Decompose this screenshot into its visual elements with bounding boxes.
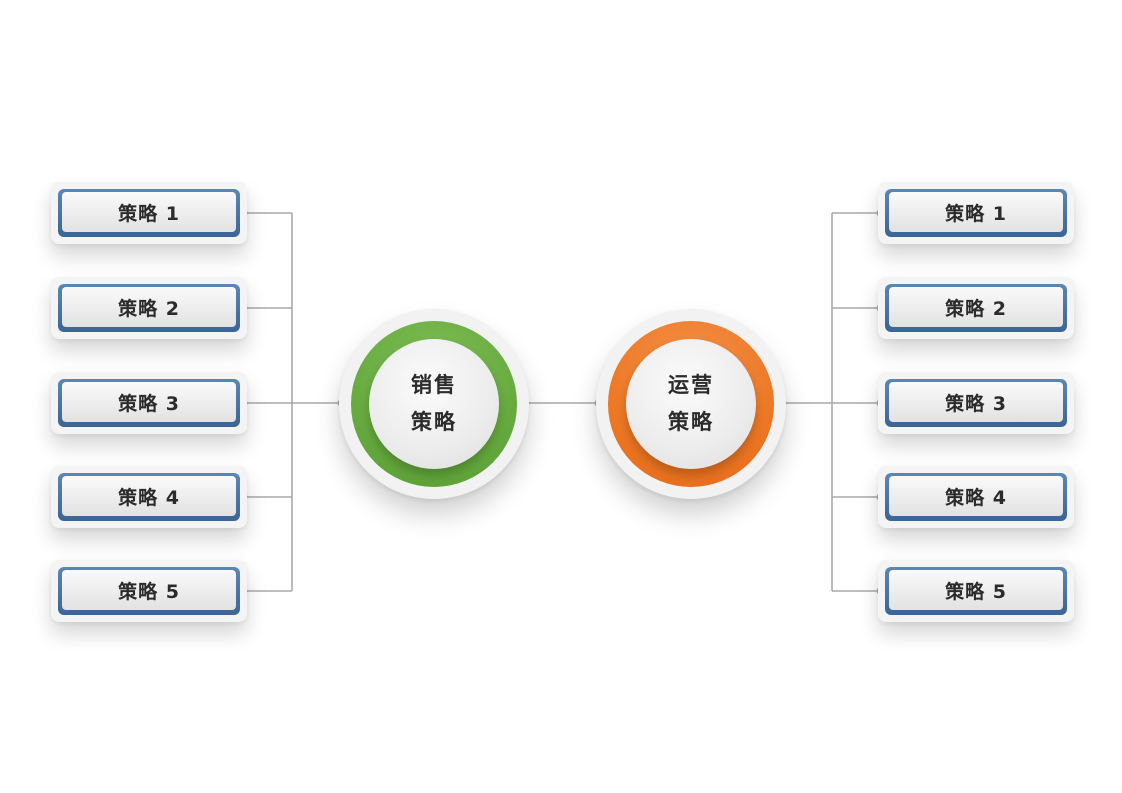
card-label: 策略 3 [889,382,1063,422]
right-strategy-card-2: 策略 2 [878,277,1074,339]
hub-title-line2: 策略 [411,410,457,434]
right-strategy-card-5: 策略 5 [878,560,1074,622]
card-label: 策略 5 [889,570,1063,610]
left-strategy-card-4: 策略 4 [51,466,247,528]
left-strategy-card-2: 策略 2 [51,277,247,339]
right-strategy-card-4: 策略 4 [878,466,1074,528]
left-strategy-card-1: 策略 1 [51,182,247,244]
card-label: 策略 2 [889,287,1063,327]
left-strategy-card-3: 策略 3 [51,372,247,434]
card-label: 策略 4 [889,476,1063,516]
hub-title-line1: 销售 [411,373,457,398]
right-strategy-card-1: 策略 1 [878,182,1074,244]
hub-title-line1: 运营 [668,373,714,398]
left-strategy-card-5: 策略 5 [51,560,247,622]
operations-strategy-hub: 运营 策略 [596,309,786,499]
hub-core: 运营 策略 [626,339,756,469]
card-label: 策略 1 [62,192,236,232]
sales-strategy-hub: 销售 策略 [339,309,529,499]
hub-core: 销售 策略 [369,339,499,469]
right-strategy-card-3: 策略 3 [878,372,1074,434]
card-label: 策略 1 [889,192,1063,232]
hub-title-line2: 策略 [668,410,714,434]
card-label: 策略 4 [62,476,236,516]
card-label: 策略 3 [62,382,236,422]
card-label: 策略 5 [62,570,236,610]
card-label: 策略 2 [62,287,236,327]
